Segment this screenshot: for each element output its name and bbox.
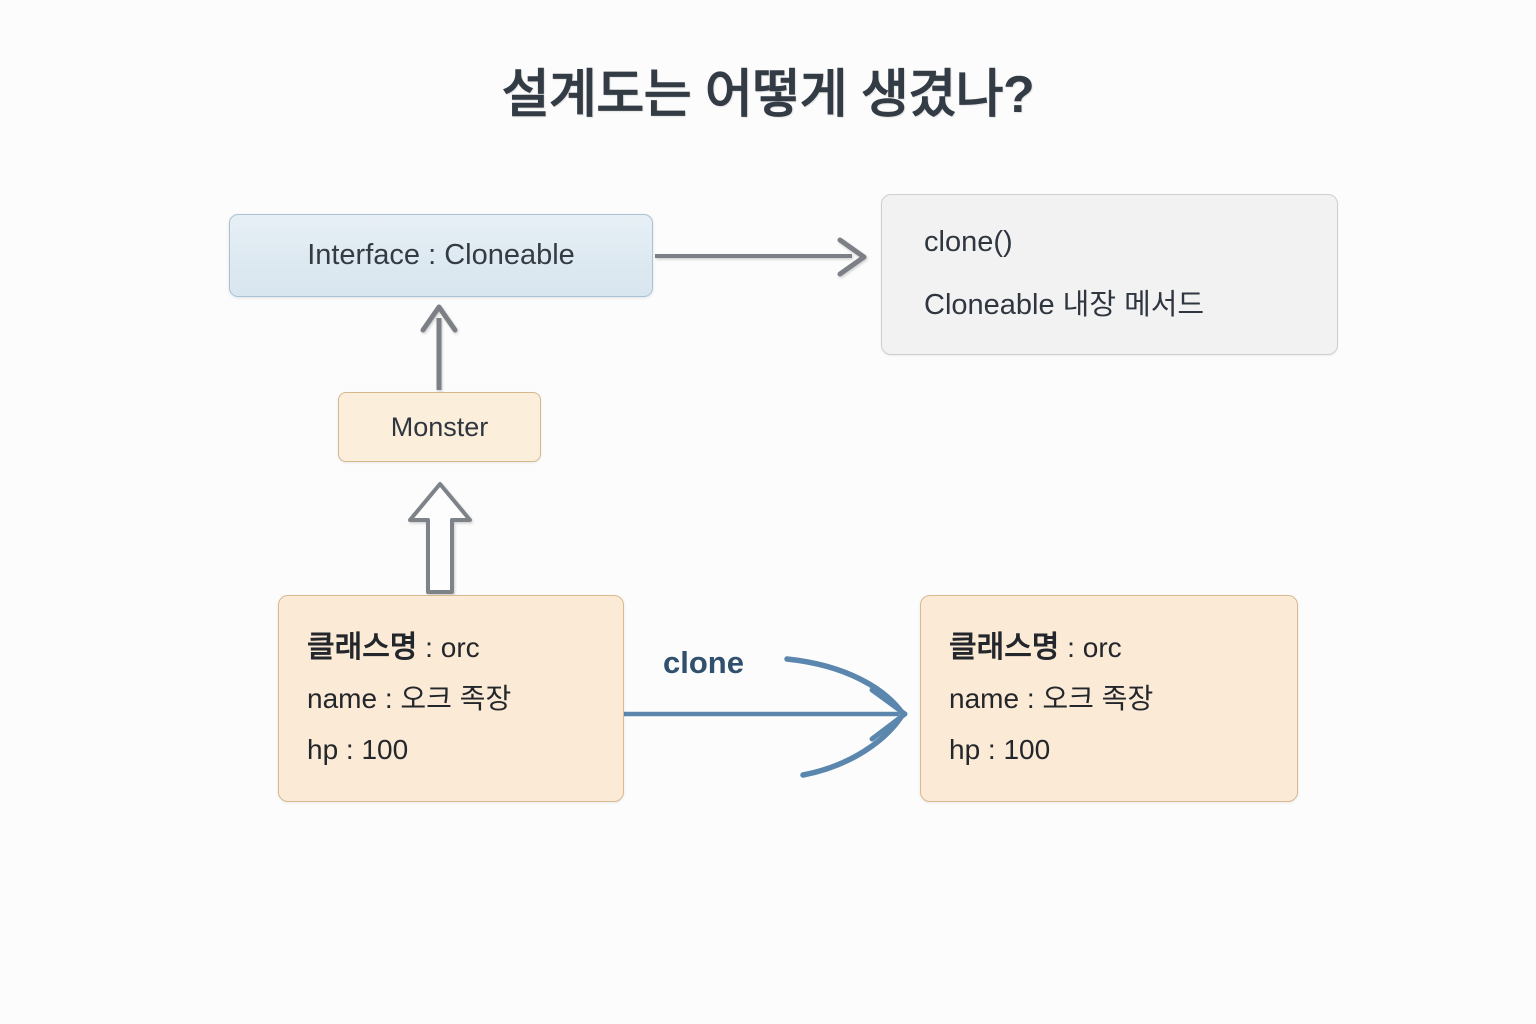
orc-original-classname-value: orc xyxy=(440,632,480,664)
orc-clone-hp: hp : 100 xyxy=(949,734,1051,765)
edge-orc-to-clone xyxy=(621,656,908,778)
orc-original-classname-sep: : xyxy=(417,632,441,664)
orc-clone-classname-sep: : xyxy=(1059,632,1083,664)
note-line-description: Cloneable 내장 메서드 xyxy=(924,289,1205,321)
edge-orc-to-monster xyxy=(408,482,472,594)
node-monster[interactable]: Monster xyxy=(338,392,541,462)
node-interface-label: Interface : Cloneable xyxy=(307,239,575,271)
orc-original-classname-key: 클래스명 xyxy=(307,631,418,665)
orc-original-name: name : 오크 족장 xyxy=(307,683,512,715)
edge-interface-to-note xyxy=(655,237,867,277)
node-orc-original[interactable]: 클래스명 : orc name : 오크 족장 hp : 100 xyxy=(278,595,624,802)
orc-clone-classname-row: 클래스명 : orc xyxy=(949,631,1297,664)
node-monster-label: Monster xyxy=(390,411,489,442)
orc-clone-classname-key: 클래스명 xyxy=(949,631,1060,665)
node-clone-note[interactable]: clone() Cloneable 내장 메서드 xyxy=(881,194,1338,355)
orc-original-classname-row: 클래스명 : orc xyxy=(307,631,623,664)
edge-label-clone: clone xyxy=(663,645,744,680)
orc-original-hp: hp : 100 xyxy=(307,734,409,765)
node-orc-clone[interactable]: 클래스명 : orc name : 오크 족장 hp : 100 xyxy=(920,595,1298,802)
page-title: 설계도는 어떻게 생겼나? xyxy=(501,66,1035,124)
node-interface-cloneable[interactable]: Interface : Cloneable xyxy=(229,214,653,297)
orc-clone-classname-value: orc xyxy=(1082,632,1122,664)
note-line-method: clone() xyxy=(924,226,1013,258)
orc-clone-name: name : 오크 족장 xyxy=(949,683,1154,715)
edge-monster-to-interface xyxy=(420,304,458,390)
